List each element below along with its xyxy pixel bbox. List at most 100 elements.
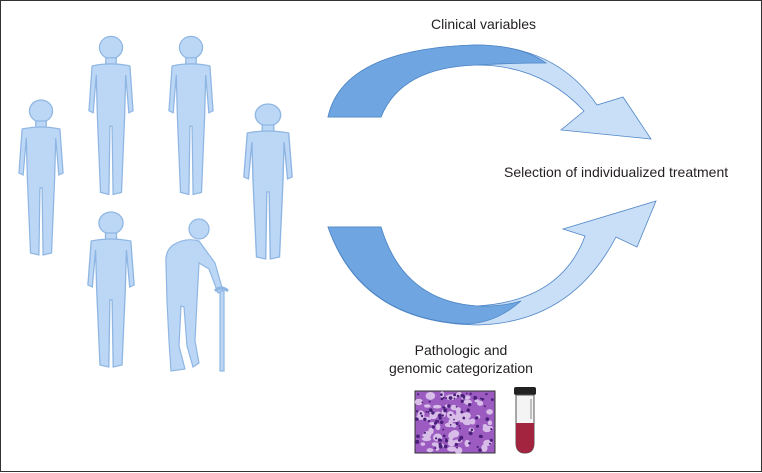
elderly-person-icon bbox=[165, 218, 229, 372]
nucleus-mark bbox=[437, 438, 442, 442]
nucleus-mark bbox=[438, 416, 442, 420]
cell-mark bbox=[454, 407, 461, 412]
nucleus-mark bbox=[457, 438, 461, 442]
cell-mark bbox=[450, 415, 460, 423]
nucleus-mark bbox=[478, 448, 482, 452]
nucleus-mark bbox=[415, 439, 420, 444]
clinical-variables-label: Clinical variables bbox=[431, 16, 537, 32]
nucleus-mark bbox=[443, 408, 448, 413]
pathologic-label-line2: genomic categorization bbox=[389, 360, 533, 376]
pathologic-label-line1: Pathologic and bbox=[414, 342, 508, 358]
cell-mark bbox=[427, 393, 433, 397]
cell-mark bbox=[414, 398, 423, 406]
nucleus-mark bbox=[415, 410, 419, 413]
nucleus-mark bbox=[453, 393, 457, 397]
nucleus-mark bbox=[434, 437, 438, 440]
nucleus-mark bbox=[415, 417, 419, 421]
nucleus-mark bbox=[489, 442, 492, 445]
nucleus-mark bbox=[460, 393, 464, 398]
cell-mark bbox=[423, 404, 431, 408]
nucleus-mark bbox=[440, 420, 444, 425]
nucleus-mark bbox=[442, 434, 446, 438]
nucleus-mark bbox=[428, 408, 433, 413]
nucleus-mark bbox=[423, 431, 426, 434]
nucleus-mark bbox=[444, 444, 448, 449]
nucleus-mark bbox=[443, 406, 446, 409]
nucleus-mark bbox=[475, 424, 480, 428]
clinical-arrow bbox=[327, 44, 652, 140]
nucleus-mark bbox=[438, 413, 442, 418]
person-icon bbox=[88, 35, 134, 196]
pathologic-genomic-label: Pathologic and genomic categorization bbox=[389, 341, 533, 377]
cell-mark bbox=[469, 418, 476, 425]
nucleus-mark bbox=[417, 393, 420, 396]
nucleus-mark bbox=[449, 413, 452, 416]
nucleus-mark bbox=[462, 416, 466, 420]
nucleus-mark bbox=[442, 428, 445, 431]
nucleus-mark bbox=[441, 414, 445, 417]
nucleus-mark bbox=[453, 397, 456, 400]
histology-slide-icon bbox=[414, 390, 496, 454]
nucleus-mark bbox=[490, 428, 493, 431]
nucleus-mark bbox=[427, 411, 430, 414]
cell-mark bbox=[450, 429, 460, 438]
cell-mark bbox=[446, 423, 457, 427]
person-icon bbox=[18, 99, 64, 256]
nucleus-mark bbox=[435, 419, 438, 422]
nucleus-mark bbox=[478, 434, 483, 438]
nucleus-mark bbox=[428, 400, 431, 403]
nucleus-mark bbox=[476, 445, 479, 449]
nucleus-mark bbox=[449, 424, 452, 426]
nucleus-mark bbox=[431, 411, 435, 415]
nucleus-mark bbox=[427, 419, 431, 423]
nucleus-mark bbox=[419, 412, 423, 415]
cell-mark bbox=[429, 422, 436, 426]
cell-mark bbox=[426, 448, 434, 453]
cell-mark bbox=[487, 425, 494, 431]
cell-mark bbox=[481, 444, 488, 452]
nucleus-mark bbox=[448, 396, 453, 400]
nucleus-mark bbox=[440, 397, 444, 401]
nucleus-mark bbox=[467, 403, 472, 407]
nucleus-mark bbox=[421, 401, 424, 404]
nucleus-mark bbox=[447, 404, 451, 408]
nucleus-mark bbox=[442, 396, 445, 399]
nucleus-mark bbox=[458, 424, 461, 427]
cell-mark bbox=[447, 440, 456, 447]
nucleus-mark bbox=[459, 427, 461, 430]
nucleus-mark bbox=[479, 397, 482, 400]
cell-mark bbox=[447, 446, 457, 452]
cell-mark bbox=[477, 400, 484, 406]
nucleus-mark bbox=[485, 392, 488, 396]
nucleus-mark bbox=[485, 417, 490, 421]
nucleus-mark bbox=[455, 406, 458, 408]
nucleus-mark bbox=[454, 443, 458, 447]
nucleus-mark bbox=[483, 405, 486, 408]
cell-mark bbox=[453, 439, 463, 444]
nucleus-mark bbox=[456, 394, 460, 398]
nucleus-mark bbox=[465, 392, 468, 395]
cell-mark bbox=[454, 446, 463, 454]
nucleus-mark bbox=[420, 414, 424, 418]
nucleus-mark bbox=[468, 442, 471, 445]
nucleus-mark bbox=[445, 437, 448, 440]
nucleus-mark bbox=[463, 397, 465, 400]
nucleus-mark bbox=[481, 397, 485, 401]
person-icon bbox=[168, 35, 214, 196]
nucleus-mark bbox=[466, 408, 470, 412]
nucleus-mark bbox=[453, 418, 455, 421]
nucleus-mark bbox=[475, 416, 479, 420]
cell-mark bbox=[486, 409, 493, 415]
nucleus-mark bbox=[438, 444, 443, 449]
nucleus-mark bbox=[436, 420, 440, 423]
nucleus-mark bbox=[439, 393, 443, 397]
nucleus-mark bbox=[416, 434, 420, 439]
nucleus-mark bbox=[460, 399, 464, 403]
blood-tube-icon bbox=[514, 387, 536, 454]
cell-mark bbox=[432, 404, 442, 409]
nucleus-mark bbox=[473, 395, 478, 400]
nucleus-mark bbox=[460, 410, 464, 414]
nucleus-mark bbox=[445, 397, 448, 400]
